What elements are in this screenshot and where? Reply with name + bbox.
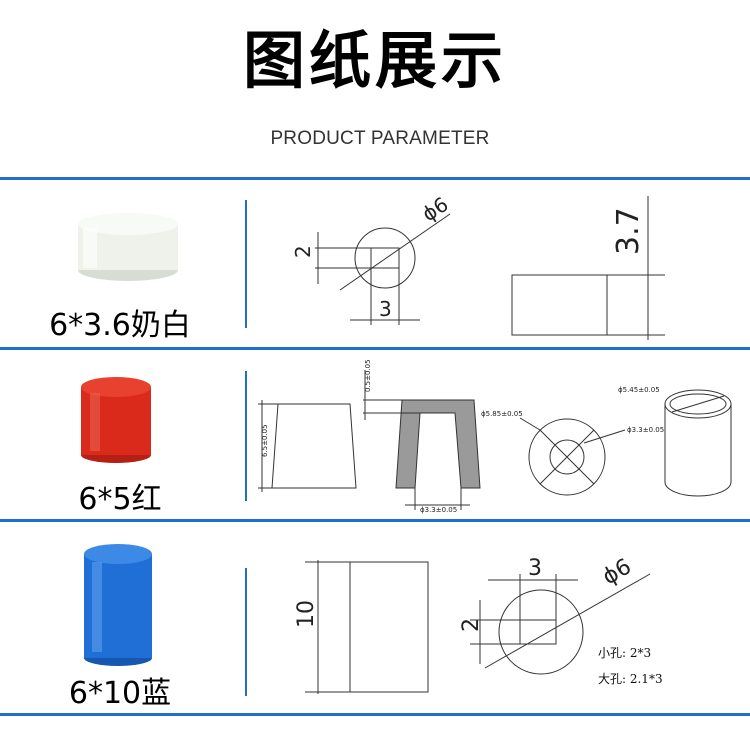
separator-1 (0, 347, 750, 350)
r2-top-text: 0.5±0.05 (364, 359, 372, 392)
r1-top-circle (354, 227, 416, 289)
r3-side-rect (349, 561, 429, 693)
r2-bottom-text: ϕ3.3±0.05 (420, 506, 457, 514)
r3-height-text: 10 (294, 600, 319, 628)
r1-diameter-text: ϕ6 (418, 192, 453, 226)
r2-outer-text: ϕ5.85±0.05 (481, 410, 523, 418)
r1-dia-line (339, 213, 451, 291)
separator-2 (0, 519, 750, 522)
r1-slot-width-text: 3 (379, 297, 392, 321)
r2-outer-circle (528, 418, 606, 496)
r3-slot (519, 619, 557, 645)
cap-image-red (81, 377, 151, 463)
divider-row-3 (245, 568, 247, 696)
small-hole-note: 小孔: 2*3 (598, 646, 652, 660)
divider-row-1 (245, 200, 247, 328)
cap-image-white (78, 213, 178, 281)
product-label-2: 6*5红 (78, 482, 162, 517)
separator-top (0, 177, 750, 180)
r2-inner-circle (549, 439, 585, 475)
r2-top-dia-text: ϕ5.45±0.05 (618, 386, 660, 394)
r3-slot-width-text: 3 (528, 556, 542, 581)
r3-slot-height-text: 2 (459, 618, 484, 632)
product-label-3: 6*10蓝 (68, 676, 172, 711)
r2-inner-text: ϕ3.3±0.05 (627, 426, 664, 434)
r2-height-text: 6.5±0.05 (261, 424, 269, 457)
page-title: 图纸展示 (242, 24, 507, 97)
r3-top-circle (498, 589, 584, 675)
cap-image-blue (84, 544, 152, 666)
product-label-1: 6*3.6奶白 (49, 308, 191, 343)
separator-bottom (0, 713, 750, 716)
r2-section (395, 399, 481, 489)
divider-row-2 (245, 371, 247, 501)
r2-side-profile (271, 403, 357, 489)
r1-side-rect (511, 274, 608, 336)
large-hole-note: 大孔: 2.1*3 (598, 672, 663, 686)
r1-slot (370, 247, 400, 269)
r1-height-text: 3.7 (611, 207, 646, 255)
page-subtitle: PRODUCT PARAMETER (270, 128, 490, 149)
r1-slot-height-text: 2 (291, 245, 315, 258)
